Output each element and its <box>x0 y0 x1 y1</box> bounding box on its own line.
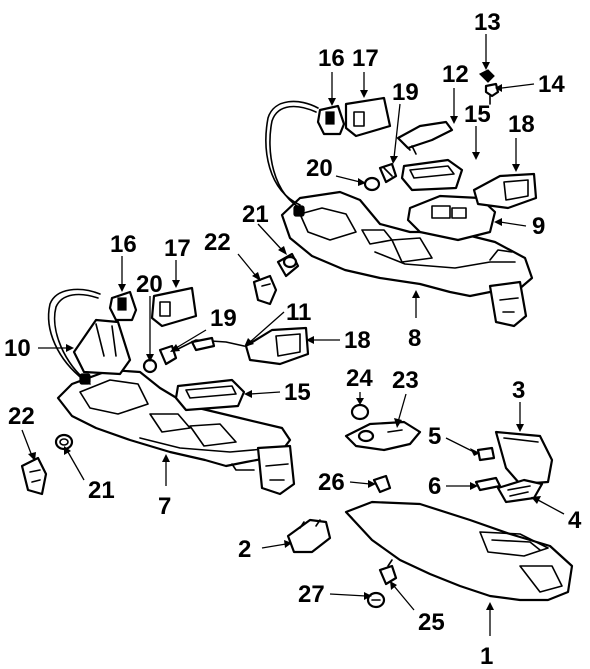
callout-13: 13 <box>474 9 501 36</box>
leader-lines <box>21 34 565 636</box>
hinge-4 <box>496 478 544 504</box>
callout-14: 14 <box>538 71 565 98</box>
switch-22-lower <box>20 456 48 496</box>
callout-6: 6 <box>428 473 441 500</box>
mounting-plate <box>344 420 422 452</box>
callout-25: 25 <box>418 609 445 636</box>
switch-lower <box>108 290 138 322</box>
storage-bin-upper <box>472 172 538 210</box>
callout-20-upper: 20 <box>306 155 333 182</box>
bezel-upper <box>344 96 392 138</box>
callout-16-lower: 16 <box>110 231 137 258</box>
callout-20-lower: 20 <box>136 271 163 298</box>
callout-3: 3 <box>512 377 525 404</box>
callout-15-lower: 15 <box>284 379 311 406</box>
callout-19-lower: 19 <box>210 305 237 332</box>
callout-7: 7 <box>158 493 171 520</box>
lower-console-assembly <box>47 288 296 496</box>
console-cover-upper <box>396 120 454 155</box>
bolt-27 <box>366 591 386 609</box>
screw-25 <box>378 559 398 586</box>
callout-26: 26 <box>318 469 345 496</box>
shift-boot <box>72 318 132 376</box>
callout-17-lower: 17 <box>164 235 191 262</box>
ashtray-upper <box>400 158 464 192</box>
bezel-lower <box>150 286 198 328</box>
callout-9: 9 <box>532 213 545 240</box>
callout-27: 27 <box>298 581 325 608</box>
callout-4: 4 <box>568 507 582 534</box>
callout-19-upper: 19 <box>392 79 419 106</box>
callout-24: 24 <box>346 365 373 392</box>
callout-1: 1 <box>480 643 493 669</box>
screw-14 <box>484 82 500 105</box>
callout-18-upper: 18 <box>508 111 535 138</box>
console-lid <box>494 430 554 486</box>
callout-16-upper: 16 <box>318 45 345 72</box>
ashtray-lower <box>174 378 246 412</box>
callout-22-lower: 22 <box>8 403 35 430</box>
callout-17-upper: 17 <box>352 45 379 72</box>
bulb-upper <box>378 162 398 184</box>
bracket-2 <box>286 518 332 554</box>
switch-upper <box>316 104 346 136</box>
callout-21-lower: 21 <box>88 477 115 504</box>
callout-11: 11 <box>286 299 311 326</box>
callout-12: 12 <box>442 61 469 88</box>
callout-21-upper: 21 <box>242 201 269 228</box>
callout-8: 8 <box>408 325 421 352</box>
callout-10: 10 <box>4 335 31 362</box>
callout-15-upper: 15 <box>464 101 491 128</box>
clip-13 <box>478 69 495 83</box>
floor-console <box>344 500 574 602</box>
callout-labels: 1 2 3 4 5 6 7 8 9 10 11 12 13 14 15 15 1… <box>4 9 582 669</box>
console-tray-upper <box>406 194 497 242</box>
bolt-26 <box>372 474 392 494</box>
pin-6 <box>474 476 502 492</box>
callout-5: 5 <box>428 423 441 450</box>
callout-18-lower: 18 <box>344 327 371 354</box>
storage-bin-lower <box>244 326 310 366</box>
cap-24 <box>350 403 370 421</box>
callout-22-upper: 22 <box>204 229 231 256</box>
knob-21-lower <box>54 433 74 451</box>
bracket-11 <box>171 336 245 353</box>
knob-21-upper <box>276 252 300 278</box>
callout-2: 2 <box>238 536 251 563</box>
socket-upper <box>363 176 381 192</box>
switch-22-upper <box>252 274 278 306</box>
callout-23: 23 <box>392 367 419 394</box>
latch-5 <box>476 446 496 462</box>
upper-console-assembly <box>265 100 534 328</box>
